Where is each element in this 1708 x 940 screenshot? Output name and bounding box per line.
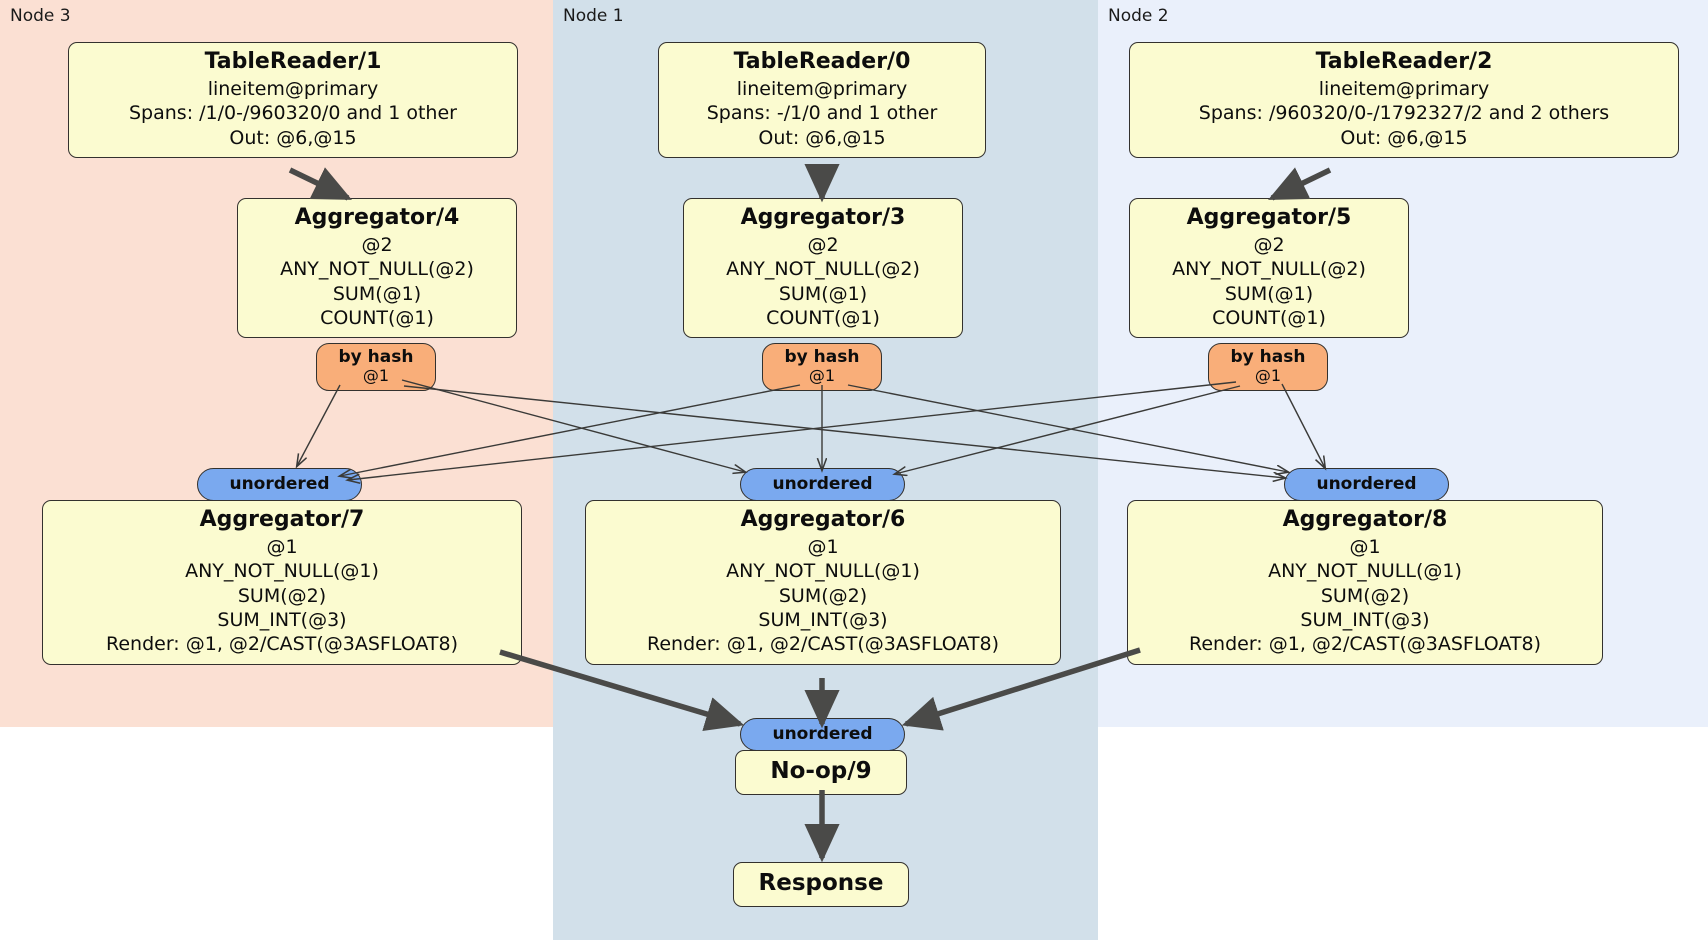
processor-detail-line: Spans: /960320/0-/1792327/2 and 2 others [1198, 102, 1610, 125]
processor-detail-line: COUNT(@1) [766, 307, 880, 330]
processor-title: Aggregator/7 [199, 507, 365, 532]
processor-detail-line: Render: @1, @2/CAST(@3ASFLOAT8) [1189, 633, 1541, 656]
processor-detail-line: Out: @6,@15 [229, 126, 357, 149]
hash-router-badge-center[interactable]: by hash @1 [762, 343, 882, 391]
processor-title: Aggregator/8 [1282, 507, 1448, 532]
processor-detail-line: ANY_NOT_NULL(@2) [726, 258, 920, 281]
processor-box-tablereader-1[interactable]: TableReader/1 lineitem@primary Spans: /1… [68, 42, 518, 159]
processor-detail-line: SUM(@1) [778, 282, 868, 305]
processor-detail-line: Render: @1, @2/CAST(@3ASFLOAT8) [106, 633, 458, 656]
unordered-label: unordered [772, 474, 873, 494]
processor-detail-line: Spans: /1/0-/960320/0 and 1 other [129, 102, 457, 125]
processor-title: Aggregator/3 [740, 205, 906, 230]
processor-title: TableReader/2 [1315, 49, 1493, 74]
processor-detail-line: SUM_INT(@3) [758, 609, 888, 632]
node-panel-label-node2: Node 2 [1108, 6, 1169, 26]
processor-box-aggregator-6[interactable]: Aggregator/6 @1 ANY_NOT_NULL(@1) SUM(@2)… [585, 500, 1061, 665]
processor-box-tablereader-2[interactable]: TableReader/2 lineitem@primary Spans: /9… [1129, 42, 1679, 159]
processor-detail-line: lineitem@primary [1318, 78, 1490, 101]
unordered-badge-final[interactable]: unordered [740, 718, 905, 752]
hash-router-label: by hash [1230, 347, 1306, 367]
processor-detail-line: COUNT(@1) [1212, 307, 1326, 330]
processor-box-aggregator-7[interactable]: Aggregator/7 @1 ANY_NOT_NULL(@1) SUM(@2)… [42, 500, 522, 665]
processor-detail-line: SUM(@2) [1320, 584, 1410, 607]
hash-router-label: by hash [784, 347, 860, 367]
hash-router-column: @1 [808, 366, 836, 386]
processor-box-aggregator-3[interactable]: Aggregator/3 @2 ANY_NOT_NULL(@2) SUM(@1)… [683, 198, 963, 339]
processor-detail-line: SUM(@2) [237, 584, 327, 607]
processor-box-response[interactable]: Response [733, 862, 909, 908]
processor-detail-line: Spans: -/1/0 and 1 other [706, 102, 938, 125]
node-panel-label-node1: Node 1 [563, 6, 624, 26]
unordered-badge-left[interactable]: unordered [197, 468, 362, 502]
processor-detail-line: @2 [807, 234, 839, 257]
processor-detail-line: COUNT(@1) [320, 307, 434, 330]
unordered-label: unordered [772, 724, 873, 744]
hash-router-badge-right[interactable]: by hash @1 [1208, 343, 1328, 391]
unordered-badge-center[interactable]: unordered [740, 468, 905, 502]
processor-detail-line: Render: @1, @2/CAST(@3ASFLOAT8) [647, 633, 999, 656]
processor-box-noop-9[interactable]: No-op/9 [735, 750, 907, 796]
processor-detail-line: SUM_INT(@3) [1300, 609, 1430, 632]
processor-title: Aggregator/5 [1186, 205, 1352, 230]
unordered-badge-right[interactable]: unordered [1284, 468, 1449, 502]
hash-router-column: @1 [1254, 366, 1282, 386]
processor-detail-line: ANY_NOT_NULL(@2) [1172, 258, 1366, 281]
processor-title: TableReader/0 [733, 49, 911, 74]
processor-detail-line: @1 [807, 536, 839, 559]
processor-detail-line: Out: @6,@15 [758, 126, 886, 149]
unordered-label: unordered [1316, 474, 1417, 494]
processor-detail-line: SUM(@2) [778, 584, 868, 607]
hash-router-column: @1 [362, 366, 390, 386]
processor-box-aggregator-5[interactable]: Aggregator/5 @2 ANY_NOT_NULL(@2) SUM(@1)… [1129, 198, 1409, 339]
processor-box-aggregator-4[interactable]: Aggregator/4 @2 ANY_NOT_NULL(@2) SUM(@1)… [237, 198, 517, 339]
processor-detail-line: ANY_NOT_NULL(@1) [185, 560, 379, 583]
processor-detail-line: ANY_NOT_NULL(@2) [280, 258, 474, 281]
processor-detail-line: SUM(@1) [332, 282, 422, 305]
processor-detail-line: ANY_NOT_NULL(@1) [726, 560, 920, 583]
node-panel-label-node3: Node 3 [10, 6, 71, 26]
hash-router-label: by hash [338, 347, 414, 367]
processor-detail-line: SUM_INT(@3) [217, 609, 347, 632]
processor-detail-line: lineitem@primary [736, 78, 908, 101]
processor-title: TableReader/1 [204, 49, 382, 74]
processor-detail-line: @2 [1253, 234, 1285, 257]
processor-title: Aggregator/6 [740, 507, 906, 532]
processor-detail-line: ANY_NOT_NULL(@1) [1268, 560, 1462, 583]
processor-detail-line: @1 [266, 536, 298, 559]
hash-router-badge-left[interactable]: by hash @1 [316, 343, 436, 391]
unordered-label: unordered [229, 474, 330, 494]
processor-box-aggregator-8[interactable]: Aggregator/8 @1 ANY_NOT_NULL(@1) SUM(@2)… [1127, 500, 1603, 665]
processor-title: Response [758, 870, 884, 896]
processor-detail-line: @1 [1349, 536, 1381, 559]
processor-detail-line: SUM(@1) [1224, 282, 1314, 305]
processor-detail-line: @2 [361, 234, 393, 257]
processor-detail-line: lineitem@primary [207, 78, 379, 101]
processor-title: No-op/9 [770, 758, 872, 784]
processor-detail-line: Out: @6,@15 [1340, 126, 1468, 149]
processor-title: Aggregator/4 [294, 205, 460, 230]
processor-box-tablereader-0[interactable]: TableReader/0 lineitem@primary Spans: -/… [658, 42, 986, 159]
